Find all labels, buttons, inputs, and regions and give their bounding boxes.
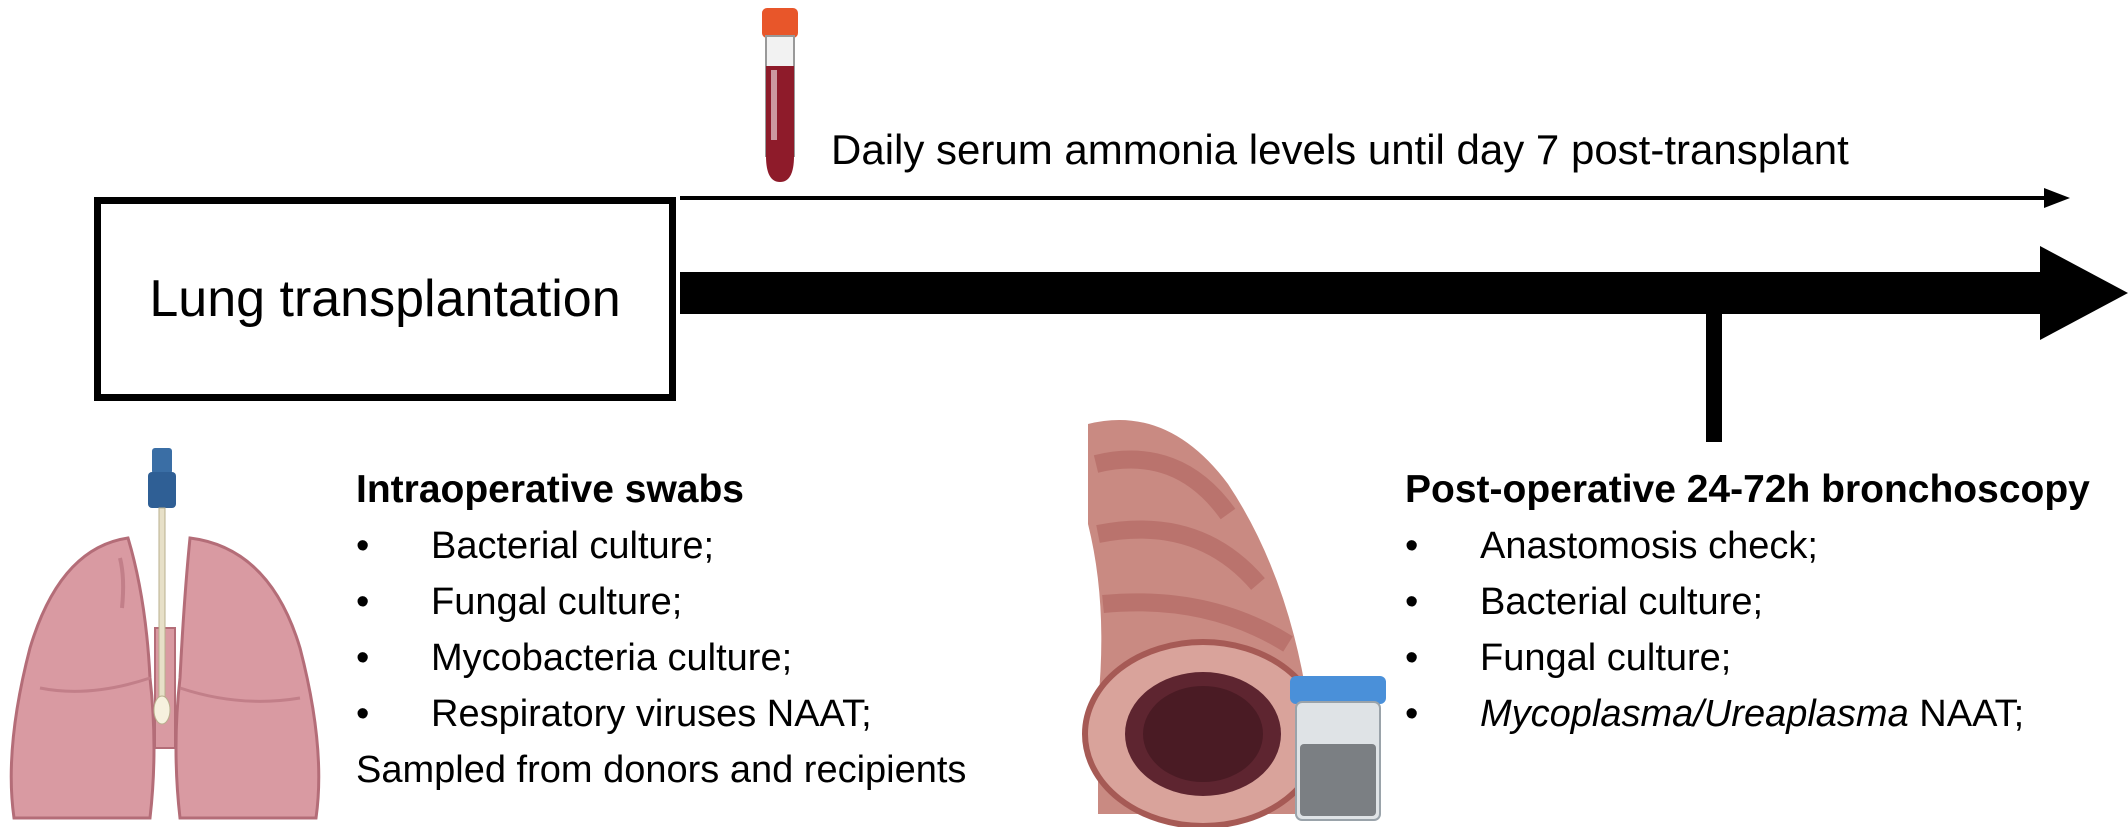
- bullet: •: [1405, 693, 1419, 735]
- list-item: •Bacterial culture;: [356, 518, 966, 574]
- bullet: •: [356, 693, 370, 735]
- specimen-cup-icon: [1290, 676, 1386, 821]
- list-item: •Bacterial culture;: [1405, 574, 2090, 630]
- list-item: •Fungal culture;: [356, 574, 966, 630]
- lungs-icon: [9, 448, 321, 820]
- bullet: •: [356, 637, 370, 679]
- mycoplasma-italic: Mycoplasma/Ureaplasma: [1480, 693, 1909, 735]
- blood-tube-icon: [762, 8, 798, 182]
- intraoperative-list: •Bacterial culture; •Fungal culture; •My…: [356, 518, 966, 742]
- serum-timeline-arrow: [680, 188, 2070, 208]
- postoperative-section: Post-operative 24-72h bronchoscopy •Anas…: [1405, 462, 2090, 742]
- intraoperative-heading: Intraoperative swabs: [356, 468, 744, 511]
- list-item: •Mycoplasma/Ureaplasma NAAT;: [1405, 686, 2090, 742]
- main-timeline-arrow: [680, 246, 2128, 442]
- intraoperative-section: Intraoperative swabs •Bacterial culture;…: [356, 462, 966, 798]
- lung-transplantation-label: Lung transplantation: [149, 270, 621, 328]
- list-item: •Respiratory viruses NAAT;: [356, 686, 966, 742]
- lung-transplantation-box: Lung transplantation: [94, 197, 676, 401]
- list-item: •Fungal culture;: [1405, 630, 2090, 686]
- bullet: •: [1405, 581, 1419, 623]
- intraoperative-footer: Sampled from donors and recipients: [356, 749, 967, 791]
- bullet: •: [1405, 525, 1419, 567]
- swab-icon: [148, 448, 176, 725]
- postoperative-list: •Anastomosis check; •Bacterial culture; …: [1405, 518, 2090, 742]
- postoperative-heading: Post-operative 24-72h bronchoscopy: [1405, 468, 2090, 511]
- ammonia-label: Daily serum ammonia levels until day 7 p…: [831, 126, 1849, 173]
- bullet: •: [356, 581, 370, 623]
- bronchus-icon: [1082, 420, 1324, 827]
- list-item: •Mycobacteria culture;: [356, 630, 966, 686]
- list-item: •Anastomosis check;: [1405, 518, 2090, 574]
- bullet: •: [1405, 637, 1419, 679]
- bullet: •: [356, 525, 370, 567]
